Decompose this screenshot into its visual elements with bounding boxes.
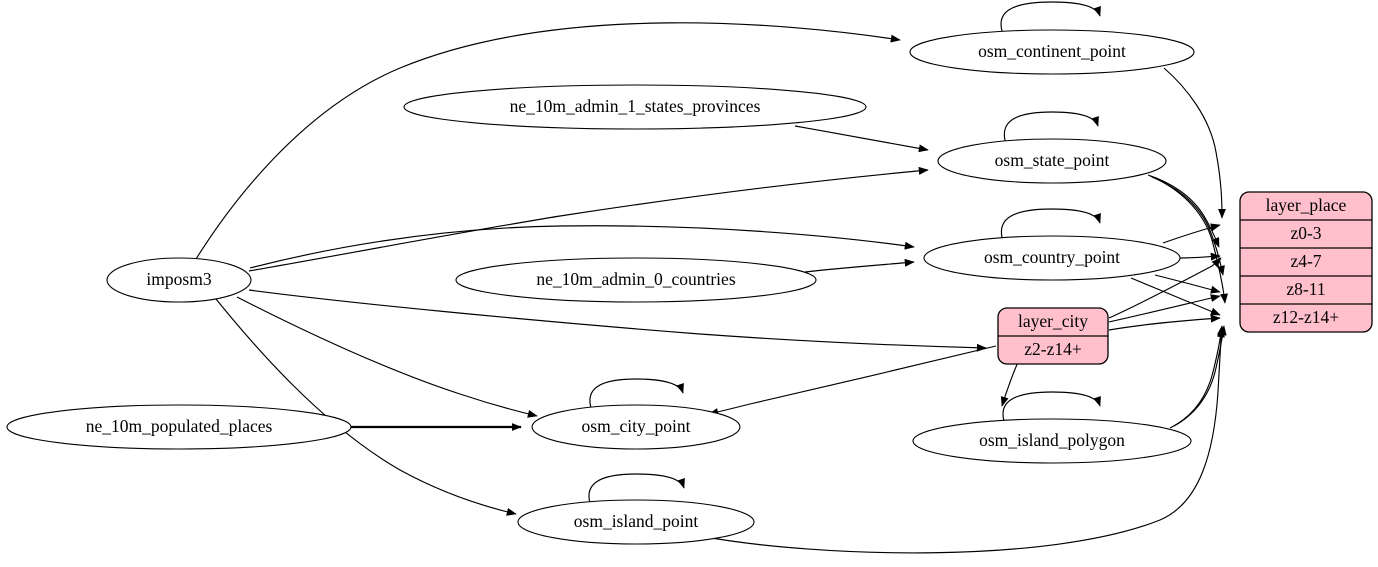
node-osm-island-polygon[interactable]: osm_island_polygon	[912, 418, 1192, 464]
edge-imposm3-to-osm-country-point	[249, 225, 915, 269]
osm-continent-point-label: osm_continent_point	[978, 41, 1126, 61]
edge-layer-city-to-layer-place-z12-z14	[1108, 314, 1221, 331]
edge-ne-countries-to-osm-country-point	[804, 258, 915, 273]
layer-place-row-z12-z14[interactable]: z12-z14+	[1273, 307, 1339, 327]
edge-layer-city-to-layer-place-z0-3	[1108, 257, 1222, 319]
edge-osm-state-point-to-layer-place-z4-7	[1147, 174, 1220, 248]
edge-osm-state-point-to-layer-place-z12-z14	[1151, 176, 1228, 304]
edge-selfloop-osm-continent-point	[1000, 1, 1101, 35]
node-ne-10m-populated-places[interactable]: ne_10m_populated_places	[6, 404, 352, 450]
edge-imposm3-to-osm-state-point	[248, 166, 929, 272]
edge-imposm3-to-osm-island-point	[215, 298, 517, 516]
ne-countries-label: ne_10m_admin_0_countries	[536, 269, 735, 289]
edge-osm-continent-point-to-layer-place-z0-3	[1163, 67, 1226, 219]
osm-state-point-ellipse[interactable]	[937, 138, 1167, 184]
edge-osm-country-point-to-layer-place-z8-11	[1154, 274, 1221, 294]
layer-place-row-z8-11[interactable]: z8-11	[1286, 279, 1325, 299]
ne-populated-label: ne_10m_populated_places	[86, 416, 273, 436]
node-osm-island-point[interactable]: osm_island_point	[517, 499, 755, 545]
node-layer: imposm3 ne_10m_admin_1_states_provinces …	[6, 29, 1373, 545]
node-layer-place[interactable]: layer_place z0-3 z4-7 z8-11 z12-z14+	[1239, 191, 1373, 333]
node-osm-city-point[interactable]: osm_city_point	[531, 404, 741, 450]
osm-city-point-label: osm_city_point	[582, 416, 691, 436]
node-layer-city[interactable]: layer_city z2-z14+	[997, 307, 1109, 365]
layer-city-title: layer_city	[1018, 311, 1088, 331]
edge-osm-country-point-to-layer-place-z4-7	[1179, 252, 1221, 261]
osm-island-point-label: osm_island_point	[574, 511, 699, 531]
osm-state-point-label: osm_state_point	[995, 150, 1110, 170]
layer-place-row-z4-7[interactable]: z4-7	[1290, 251, 1321, 271]
edge-selfloop-osm-state-point	[1003, 111, 1099, 145]
osm-city-point-ellipse[interactable]	[531, 404, 741, 450]
edge-osm-country-point-to-layer-place-z0-3	[1162, 223, 1221, 244]
edge-imposm3-to-osm-continent-point	[195, 22, 901, 260]
node-imposm3[interactable]: imposm3	[106, 257, 252, 303]
osm-island-polygon-label: osm_island_polygon	[979, 430, 1125, 450]
ne-countries-ellipse[interactable]	[455, 257, 817, 303]
osm-country-point-ellipse[interactable]	[923, 235, 1181, 281]
node-osm-continent-point[interactable]: osm_continent_point	[909, 29, 1195, 75]
ne-states-ellipse[interactable]	[403, 84, 867, 130]
edge-selfloop-osm-country-point	[1000, 208, 1101, 242]
edge-selfloop-osm-island-point	[588, 473, 685, 507]
edge-layer-city-to-osm-island-polygon	[1000, 361, 1019, 407]
layer-place-box[interactable]	[1239, 191, 1373, 333]
edge-layer	[195, 1, 1228, 554]
ne-populated-ellipse[interactable]	[6, 404, 352, 450]
osm-continent-point-ellipse[interactable]	[909, 29, 1195, 75]
osm-country-point-label: osm_country_point	[984, 247, 1120, 267]
layer-place-row-z0-3[interactable]: z0-3	[1290, 223, 1321, 243]
edge-ne-states-to-osm-state-point	[794, 125, 929, 153]
node-ne-10m-admin-0-countries[interactable]: ne_10m_admin_0_countries	[455, 257, 817, 303]
edge-osm-country-point-to-layer-place-z12-z14	[1130, 277, 1221, 316]
osm-island-point-ellipse[interactable]	[517, 499, 755, 545]
layer-place-title: layer_place	[1266, 195, 1347, 215]
node-osm-country-point[interactable]: osm_country_point	[923, 235, 1181, 281]
edge-selfloop-osm-island-polygon	[1002, 391, 1101, 425]
edge-osm-island-point-to-layer-place-z12-z14	[699, 327, 1225, 554]
node-osm-state-point[interactable]: osm_state_point	[937, 138, 1167, 184]
node-ne-10m-admin-1-states-provinces[interactable]: ne_10m_admin_1_states_provinces	[403, 84, 867, 130]
edge-layer-city-to-osm-city-point	[708, 345, 997, 416]
edge-imposm3-to-layer-city	[248, 289, 987, 352]
edge-selfloop-osm-city-point	[589, 378, 684, 412]
imposm3-ellipse[interactable]	[106, 257, 252, 303]
imposm3-label: imposm3	[146, 269, 211, 289]
ne-states-label: ne_10m_admin_1_states_provinces	[510, 96, 761, 116]
osm-island-polygon-ellipse[interactable]	[912, 418, 1192, 464]
layer-city-row-z2-z14[interactable]: z2-z14+	[1024, 339, 1082, 359]
edge-layer-city-to-layer-place-z8-11	[1108, 294, 1221, 323]
edge-imposm3-to-osm-city-point	[236, 296, 538, 418]
